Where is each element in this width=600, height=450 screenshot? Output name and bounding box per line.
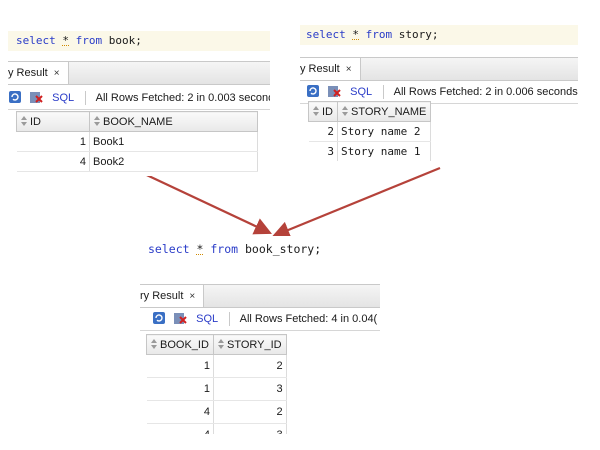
sql-link[interactable]: SQL [350,86,373,98]
column-header-label: BOOK_ID [160,338,209,351]
fetch-status: All Rows Fetched: 4 in 0.04( [239,313,378,325]
table-row[interactable]: 4 3 [146,423,287,434]
cell-book-id[interactable]: 1 [146,354,214,378]
cell-story-id[interactable]: 2 [213,354,287,378]
sql-star: * [352,28,359,41]
sql-terminator: ; [135,34,142,47]
fetch-status: All Rows Fetched: 2 in 0.003 seconds [95,92,270,104]
arrow-from-book [135,169,272,235]
result-toolbar: SQL All Rows Fetched: 2 in 0.006 seconds [300,81,578,104]
result-toolbar: SQL All Rows Fetched: 4 in 0.04( [140,308,380,331]
sort-icon [313,105,319,116]
sql-keyword: from [75,34,103,47]
sql-star: * [62,34,69,47]
result-tabstrip: y Result × [300,57,578,81]
toolbar-divider [85,91,87,106]
table-row[interactable]: 3 Story name 1 [308,141,432,161]
cell-book-id[interactable]: 4 [146,423,214,434]
results-grid: ID BOOK_NAME 1 Book1 4 Book2 [16,111,258,172]
cell-story-name[interactable]: Story name 1 [337,141,432,161]
sql-star: * [196,242,204,256]
refresh-icon[interactable] [8,90,22,104]
sql-link[interactable]: SQL [196,313,219,325]
table-row[interactable]: 1 Book1 [16,131,258,152]
cell-book-name[interactable]: Book1 [89,131,258,152]
cell-story-id[interactable]: 2 [213,400,287,424]
column-header-label: BOOK_NAME [103,115,173,128]
cell-id[interactable]: 1 [16,131,90,152]
sort-icon [94,115,100,126]
sort-icon [342,105,348,116]
sort-icon [151,338,157,349]
column-header-id[interactable]: ID [308,101,338,122]
tab-label: ry Result [140,290,184,302]
column-header-label: ID [322,105,333,118]
tab-query-result[interactable]: y Result × [300,58,361,80]
sql-terminator: ; [314,242,322,256]
cell-story-name[interactable]: Story name 2 [337,121,432,142]
table-row[interactable]: 4 Book2 [16,151,258,172]
tab-query-result[interactable]: ry Result × [140,285,205,307]
column-header-label: STORY_NAME [351,105,427,118]
sql-table-name: book [108,34,136,47]
sql-keyword: select [16,34,56,47]
cell-id[interactable]: 4 [16,151,90,172]
cell-book-name[interactable]: Book2 [89,151,258,172]
cell-book-id[interactable]: 4 [146,400,214,424]
table-row[interactable]: 2 Story name 2 [308,121,432,142]
column-header-id[interactable]: ID [16,111,90,132]
cancel-query-icon[interactable] [173,311,187,325]
cell-id[interactable]: 2 [308,121,338,142]
arrow-from-story [271,166,441,239]
sql-table-name: story [398,28,432,41]
close-icon[interactable]: × [189,291,196,302]
refresh-icon[interactable] [152,311,166,325]
cell-story-id[interactable]: 3 [213,423,287,434]
toolbar-divider [229,312,231,327]
sql-keyword: from [210,242,239,256]
cell-id[interactable]: 3 [308,141,338,161]
close-icon[interactable]: × [53,68,60,79]
toolbar-divider [383,85,385,100]
table-row[interactable]: 4 2 [146,400,287,424]
column-header-label: STORY_ID [227,338,282,351]
sort-icon [21,115,27,126]
result-tabstrip: ry Result × [140,284,380,308]
results-grid: ID STORY_NAME 2 Story name 2 3 Story nam… [308,101,432,161]
sort-icon [218,338,224,349]
table-row[interactable]: 1 2 [146,354,287,378]
result-tabstrip: y Result × [8,61,270,85]
column-header-label: ID [30,115,41,128]
cancel-query-icon[interactable] [327,84,341,98]
book-query-panel: select * from book; y Result × SQL All Ro… [8,31,270,176]
column-header-book-id[interactable]: BOOK_ID [146,334,214,355]
story-query-panel: select * from story; y Result × SQL All R… [300,25,578,161]
cell-book-id[interactable]: 1 [146,377,214,401]
sql-keyword: from [365,28,393,41]
column-header-story-id[interactable]: STORY_ID [213,334,287,355]
fetch-status: All Rows Fetched: 2 in 0.006 seconds [393,86,578,98]
result-toolbar: SQL All Rows Fetched: 2 in 0.003 seconds [8,87,270,110]
cell-story-id[interactable]: 3 [213,377,287,401]
tab-query-result[interactable]: y Result × [8,62,69,84]
cancel-query-icon[interactable] [29,90,43,104]
sql-keyword: select [148,242,190,256]
column-header-story-name[interactable]: STORY_NAME [336,101,432,122]
sql-table-name: book_story [245,242,315,256]
close-icon[interactable]: × [345,64,352,75]
sql-terminator: ; [431,28,439,41]
results-grid: BOOK_ID STORY_ID 1 2 1 3 4 2 4 3 [146,334,287,434]
sql-editor-line[interactable]: select * from story; [300,25,578,45]
sql-link[interactable]: SQL [52,92,75,104]
table-row[interactable]: 1 3 [146,377,287,401]
tab-label: y Result [300,63,340,75]
sql-editor-line[interactable]: select * from book; [8,31,270,51]
refresh-icon[interactable] [306,84,320,98]
sql-editor-line[interactable]: select * from book_story; [140,238,380,260]
book-story-query-panel: select * from book_story; ry Result × SQL… [140,236,380,434]
column-header-book-name[interactable]: BOOK_NAME [89,111,258,132]
tab-label: y Result [8,67,48,79]
sql-keyword: select [306,28,346,41]
